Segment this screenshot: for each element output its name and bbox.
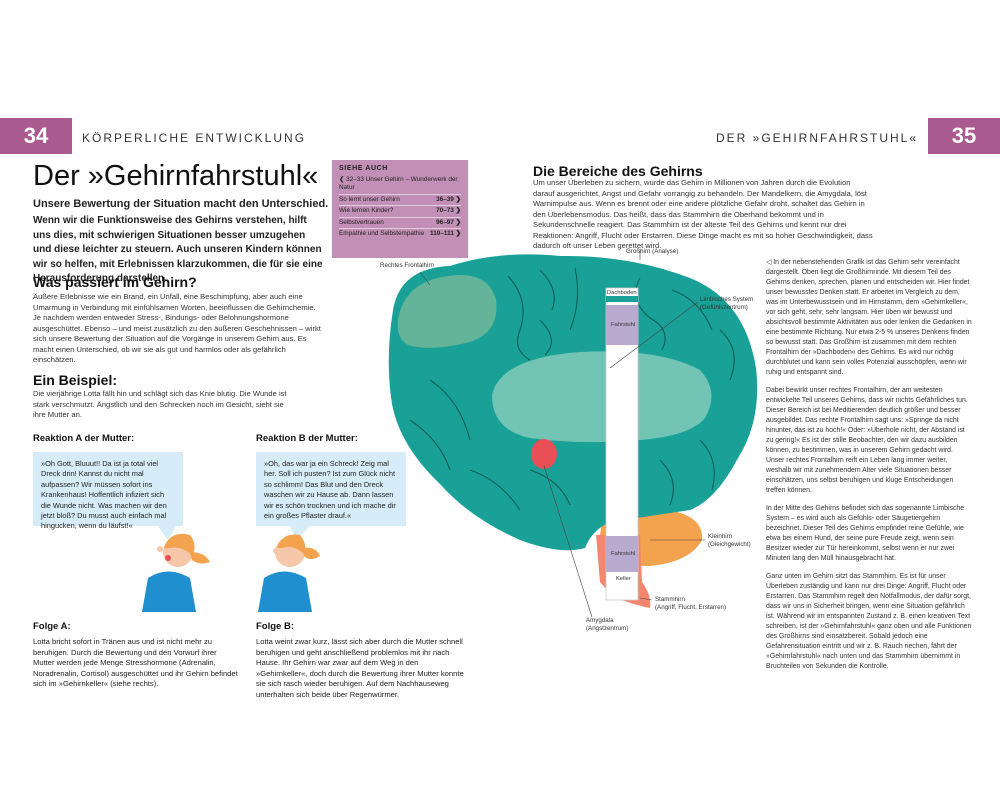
speech-bubble-a: »Oh Gott, Bluuut!! Da ist ja total viel … <box>33 452 183 530</box>
speech-bubble-b: »Oh, das war ja ein Schreck! Zeig mal he… <box>256 452 406 526</box>
elevator-cabin-bottom <box>606 536 638 572</box>
elevator-cabin-top <box>606 305 638 345</box>
right-paragraph: Dabei bewirkt unser rechtes Frontalhirn,… <box>766 387 968 494</box>
result-a-text: Lotta bricht sofort in Tränen aus und is… <box>33 637 238 688</box>
reaction-b-heading: Reaktion B der Mutter: <box>256 433 358 444</box>
right-running-head: DER »GEHIRNFAHRSTUHL« <box>715 131 918 145</box>
right-paragraph: In der Mitte des Gehirns befindet sich d… <box>766 505 965 562</box>
see-also-link[interactable]: Wie lernen Kinder? 70–73 ❯ <box>339 206 461 218</box>
right-paragraph: Ganz unten im Gehirn sitzt das Stammhirn… <box>766 573 972 670</box>
label-elevator-top: Fahrstuhl <box>611 322 636 328</box>
see-also-pages: 70–73 ❯ <box>436 207 461 215</box>
label-frontal: Rechtes Frontalhirn <box>380 262 434 269</box>
result-a-heading: Folge A: <box>33 621 71 632</box>
see-also-link[interactable]: Empathie und Selbstempathie 110–111 ❯ <box>339 229 461 239</box>
see-also-label: Empathie und Selbstempathie <box>339 230 425 238</box>
label-cerebrum: Großhirn (Analyse) <box>626 248 679 255</box>
lead-paragraph: Wenn wir die Funktionsweise des Gehirns … <box>33 215 323 284</box>
see-also-link[interactable]: So lernt unser Gehirn 36–39 ❯ <box>339 195 461 207</box>
see-also-title: SIEHE AUCH <box>339 165 388 172</box>
see-also-box: SIEHE AUCH ❮ 32–33 Unser Gehirn – Wunder… <box>332 160 468 258</box>
label-amygdala: Amygdala (Angstzentrum) <box>586 617 629 632</box>
right-page-number: 35 <box>928 118 1000 154</box>
label-elevator-bottom: Fahrstuhl <box>611 551 636 557</box>
label-limbic: Limbisches System (Gefühlszentrum) <box>700 296 754 311</box>
section-heading-brain: Was passiert im Gehirn? <box>33 274 197 290</box>
see-also-link[interactable]: ❮ 32–33 Unser Gehirn – Wunderwerk der Na… <box>339 175 461 195</box>
see-also-label: So lernt unser Gehirn <box>339 195 400 203</box>
label-cellar: Keller <box>616 576 631 582</box>
brain-diagram <box>388 250 758 618</box>
label-cerebellum: Kleinhirn (Gleichgewicht) <box>708 533 751 548</box>
label-brainstem: Stammhirn (Angriff, Flucht, Erstarren) <box>655 596 727 611</box>
reaction-a-heading: Reaktion A der Mutter: <box>33 433 135 444</box>
amygdala-shape <box>531 439 557 469</box>
frontal-lobe-shape <box>397 275 497 348</box>
page-subtitle: Unsere Bewertung der Situation macht den… <box>33 198 329 210</box>
brain-areas-heading: Die Bereiche des Gehirns <box>533 163 703 179</box>
see-also-label: ❮ 32–33 Unser Gehirn – Wunderwerk der Na… <box>339 176 458 192</box>
result-b-text: Lotta weint zwar kurz, lässt sich aber d… <box>256 637 464 699</box>
see-also-link[interactable]: Selbstvertrauen 96–97 ❯ <box>339 218 461 230</box>
left-page-number: 34 <box>0 118 72 154</box>
bubble-tail-a <box>158 526 176 540</box>
section-heading-example: Ein Beispiel: <box>33 372 118 388</box>
brain-areas-intro: Um unser Überleben zu sichern, wurde das… <box>533 178 873 250</box>
left-running-head: KÖRPERLICHE ENTWICKLUNG <box>82 131 307 145</box>
section-text-brain: Äußere Erlebnisse wie ein Brand, ein Unf… <box>33 292 321 364</box>
attic-marker <box>606 296 638 302</box>
mother-figure-a <box>142 533 210 612</box>
right-column-text: ◁ In der nebenstehenden Grafik ist das G… <box>766 258 972 680</box>
page-title: Der »Gehirnfahrstuhl« <box>33 160 319 192</box>
label-attic: Dachboden <box>607 290 637 296</box>
see-also-pages: 36–39 ❯ <box>436 195 461 203</box>
right-paragraph: ◁ In der nebenstehenden Grafik ist das G… <box>766 259 972 376</box>
mother-figure-b <box>258 534 320 612</box>
section-text-example: Die vierjährige Lotta fällt hin und schl… <box>33 389 287 419</box>
brain-folds <box>409 267 735 511</box>
leader-lines <box>419 250 705 618</box>
see-also-label: Selbstvertrauen <box>339 218 384 226</box>
see-also-label: Wie lernen Kinder? <box>339 207 394 215</box>
result-b-heading: Folge B: <box>256 621 294 632</box>
see-also-pages: 110–111 ❯ <box>430 230 461 238</box>
see-also-pages: 96–97 ❯ <box>436 218 461 226</box>
limbic-system-shape <box>492 351 712 443</box>
